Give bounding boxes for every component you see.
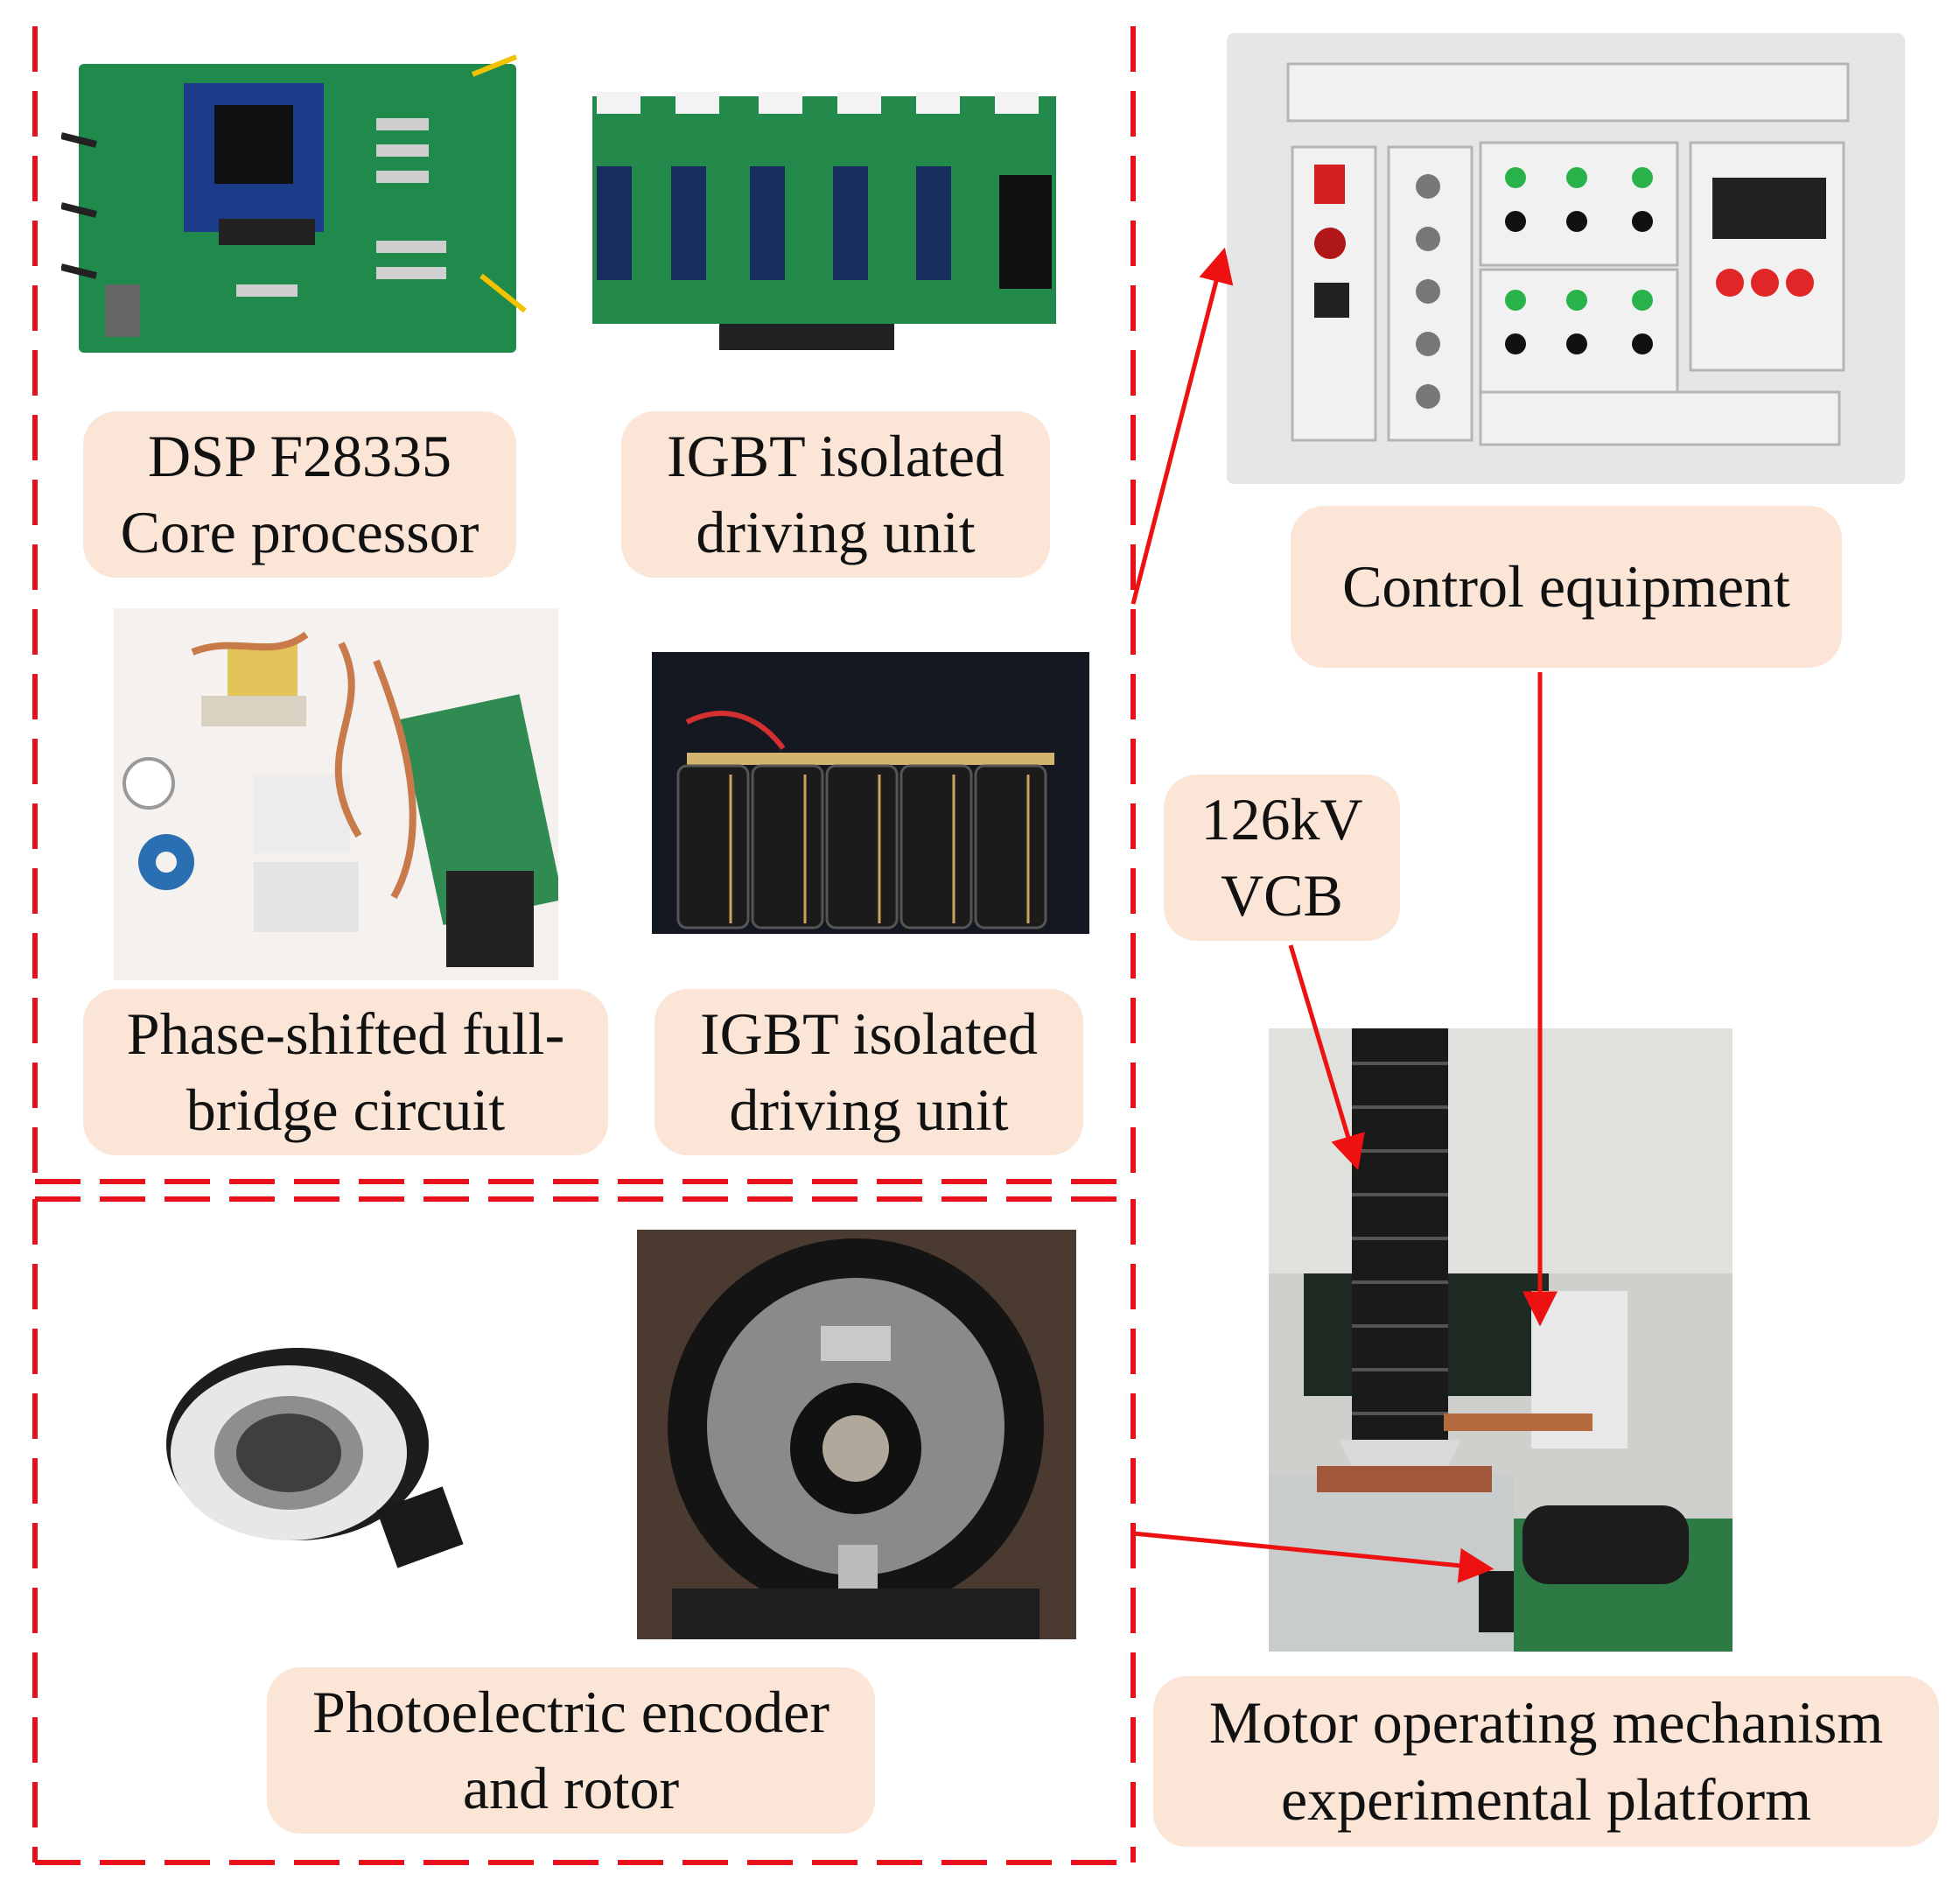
dsp-label: DSP F28335 Core processor bbox=[83, 411, 516, 578]
igbt-top-label-line1: IGBT isolated bbox=[667, 422, 1004, 489]
igbt-top-label: IGBT isolated driving unit bbox=[621, 411, 1050, 578]
igbt-bottom-label-line2: driving unit bbox=[729, 1077, 1009, 1143]
arrow-to-control-equipment bbox=[1130, 247, 1234, 605]
dsp-label-line1: DSP F28335 bbox=[147, 422, 452, 489]
encoder-label-line2: and rotor bbox=[462, 1755, 680, 1821]
encoder-label: Photoelectric encoder and rotor bbox=[267, 1667, 875, 1834]
arrow-encoder-to-mechanism bbox=[1132, 1531, 1494, 1583]
control-label: Control equipment bbox=[1291, 506, 1842, 668]
vcb-label-line1: 126kV bbox=[1200, 785, 1363, 852]
igbt-bottom-label-line1: IGBT isolated bbox=[700, 1000, 1038, 1067]
dsp-label-line2: Core processor bbox=[120, 499, 480, 565]
dsp-board-photo bbox=[61, 48, 529, 363]
control-label-line1: Control equipment bbox=[1342, 552, 1790, 620]
phase-shift-label-line1: Phase-shifted full- bbox=[126, 1000, 565, 1067]
vcb-label: 126kV VCB bbox=[1164, 775, 1400, 941]
igbt-top-label-line2: driving unit bbox=[696, 499, 976, 565]
platform-label: Motor operating mechanism experimental p… bbox=[1153, 1676, 1939, 1847]
control-cabinet-photo bbox=[1227, 33, 1905, 484]
rotor-photo bbox=[637, 1230, 1076, 1639]
phase-shift-label-line2: bridge circuit bbox=[186, 1077, 506, 1143]
full-bridge-circuit-photo bbox=[114, 608, 558, 980]
igbt-bottom-label: IGBT isolated driving unit bbox=[654, 989, 1083, 1155]
capacitor-bank-photo bbox=[652, 652, 1089, 934]
encoder-photo bbox=[166, 1313, 481, 1575]
igbt-driver-board-photo bbox=[588, 88, 1060, 354]
platform-label-line1: Motor operating mechanism bbox=[1208, 1689, 1884, 1757]
phase-shift-label: Phase-shifted full- bridge circuit bbox=[83, 989, 608, 1155]
platform-label-line2: experimental platform bbox=[1280, 1765, 1812, 1833]
vcb-label-line2: VCB bbox=[1221, 862, 1343, 929]
arrow-vcb-label-to-vcb bbox=[1288, 944, 1365, 1171]
encoder-label-line1: Photoelectric encoder bbox=[312, 1678, 830, 1745]
